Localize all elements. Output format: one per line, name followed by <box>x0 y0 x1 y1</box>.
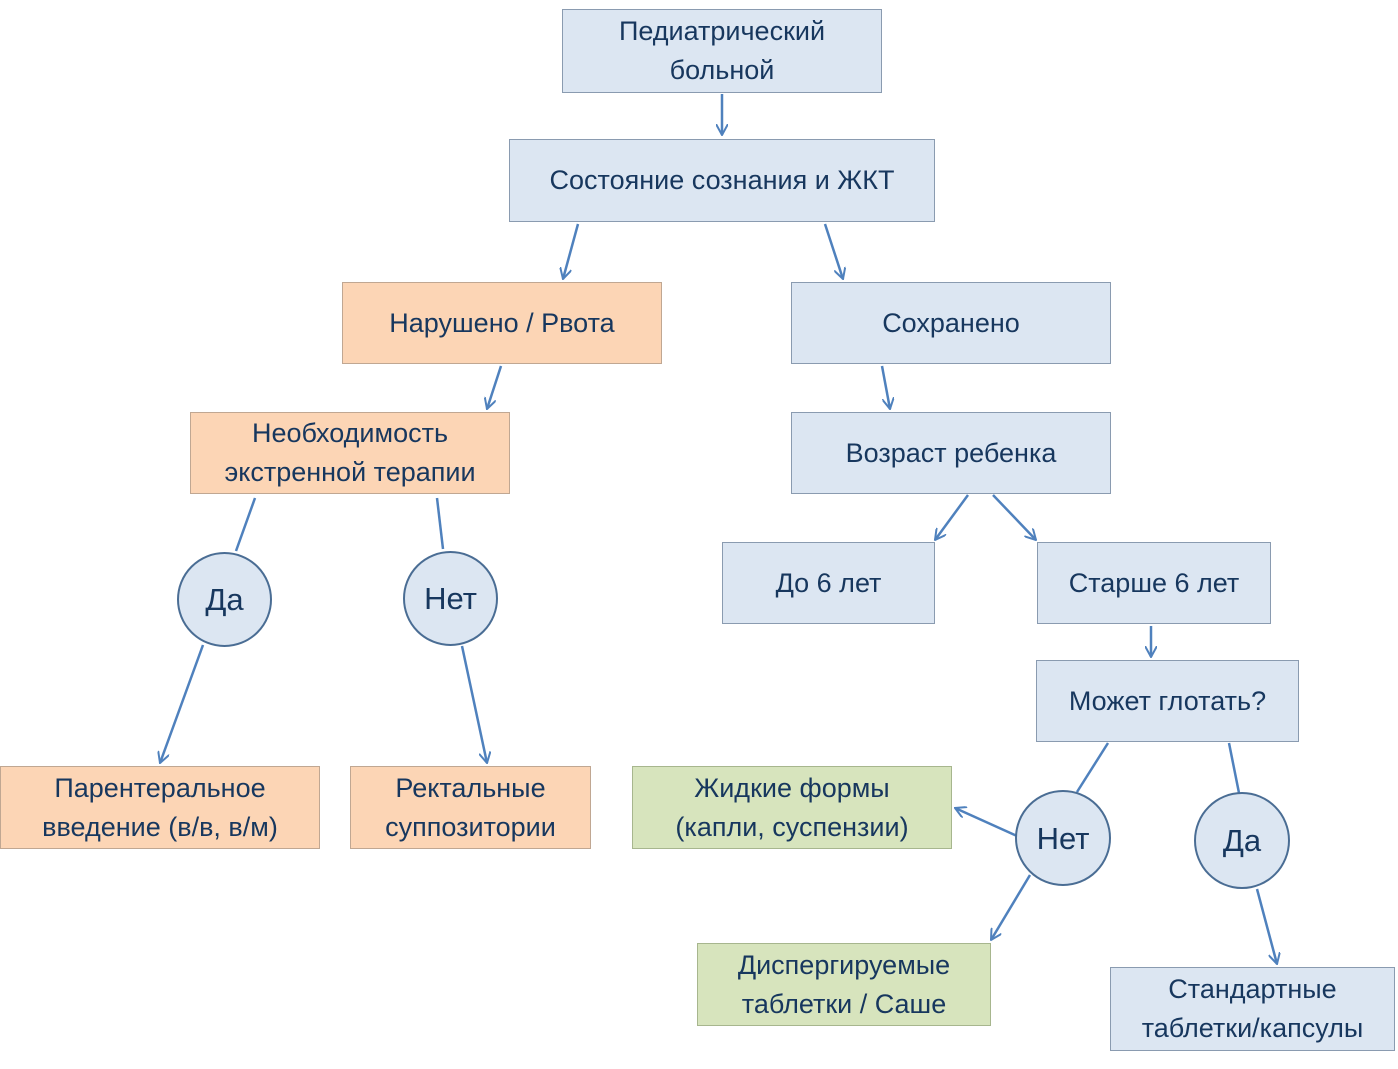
connector-emergency-to-yes <box>234 497 257 552</box>
connector-yes-to-standard <box>1255 888 1277 964</box>
node-age-label: Возраст ребенка <box>845 437 1057 468</box>
decision-yes-emergency-label: Да <box>205 582 244 617</box>
node-preserved-label: Сохранено <box>882 307 1020 338</box>
connector-swallow-to-yes <box>1227 742 1241 794</box>
node-swallow-label: Может глотать? <box>1068 685 1267 716</box>
node-emergency-label: Необходимость экстренной терапии <box>224 418 476 487</box>
node-over-6: Старше 6 лет <box>1037 542 1271 624</box>
node-impaired-label: Нарушено / Рвота <box>389 307 615 338</box>
node-liquid: Жидкие формы (капли, суспензии) <box>632 766 952 849</box>
node-impaired: Нарушено / Рвота <box>342 282 662 364</box>
connector-consciousness-to-preserved <box>823 223 843 279</box>
decision-no-swallow-label: Нет <box>1036 820 1090 856</box>
node-patient: Педиатрический больной <box>562 9 882 93</box>
decision-no-emergency: Нет <box>403 551 498 646</box>
node-preserved: Сохранено <box>791 282 1111 364</box>
node-over-6-label: Старше 6 лет <box>1068 567 1240 598</box>
node-consciousness: Состояние сознания и ЖКТ <box>509 139 935 222</box>
decision-yes-swallow-label: Да <box>1222 823 1262 858</box>
connector-yes-to-parenteral <box>160 644 205 763</box>
connector-swallow-to-no <box>1075 742 1110 793</box>
node-standard-label: Стандартные таблетки/капсулы <box>1141 974 1364 1043</box>
decision-yes-emergency: Да <box>177 552 272 647</box>
connector-age-to-under6 <box>935 494 970 540</box>
node-patient-label: Педиатрический больной <box>618 16 826 85</box>
decision-no-swallow: Нет <box>1015 790 1111 886</box>
node-swallow: Может глотать? <box>1036 660 1299 742</box>
node-dispersible: Диспергируемые таблетки / Саше <box>697 943 991 1026</box>
decision-yes-swallow: Да <box>1194 792 1290 889</box>
node-standard: Стандартные таблетки/капсулы <box>1110 967 1395 1051</box>
node-age: Возраст ребенка <box>791 412 1111 494</box>
connector-preserved-to-age <box>880 365 890 409</box>
node-under-6-label: До 6 лет <box>775 567 882 598</box>
connector-no-to-rectal <box>460 645 487 763</box>
decision-no-emergency-label: Нет <box>424 581 477 616</box>
node-parenteral: Парентеральное введение (в/в, в/м) <box>0 766 320 849</box>
node-rectal-label: Ректальные суппозитории <box>385 772 556 842</box>
connector-consciousness-to-impaired <box>563 223 580 279</box>
node-parenteral-label: Парентеральное введение (в/в, в/м) <box>42 772 278 842</box>
node-dispersible-label: Диспергируемые таблетки / Саше <box>737 949 951 1019</box>
connector-age-to-over6 <box>992 494 1036 540</box>
connector-impaired-to-emergency <box>487 365 503 409</box>
node-under-6: До 6 лет <box>722 542 935 624</box>
node-liquid-label: Жидкие формы (капли, суспензии) <box>675 772 909 842</box>
connector-emergency-to-no <box>435 497 445 550</box>
node-rectal: Ректальные суппозитории <box>350 766 591 849</box>
connector-no-to-dispersible <box>991 874 1032 940</box>
connector-no-to-liquid <box>955 808 1018 838</box>
node-consciousness-label: Состояние сознания и ЖКТ <box>549 165 895 195</box>
node-emergency: Необходимость экстренной терапии <box>190 412 510 494</box>
